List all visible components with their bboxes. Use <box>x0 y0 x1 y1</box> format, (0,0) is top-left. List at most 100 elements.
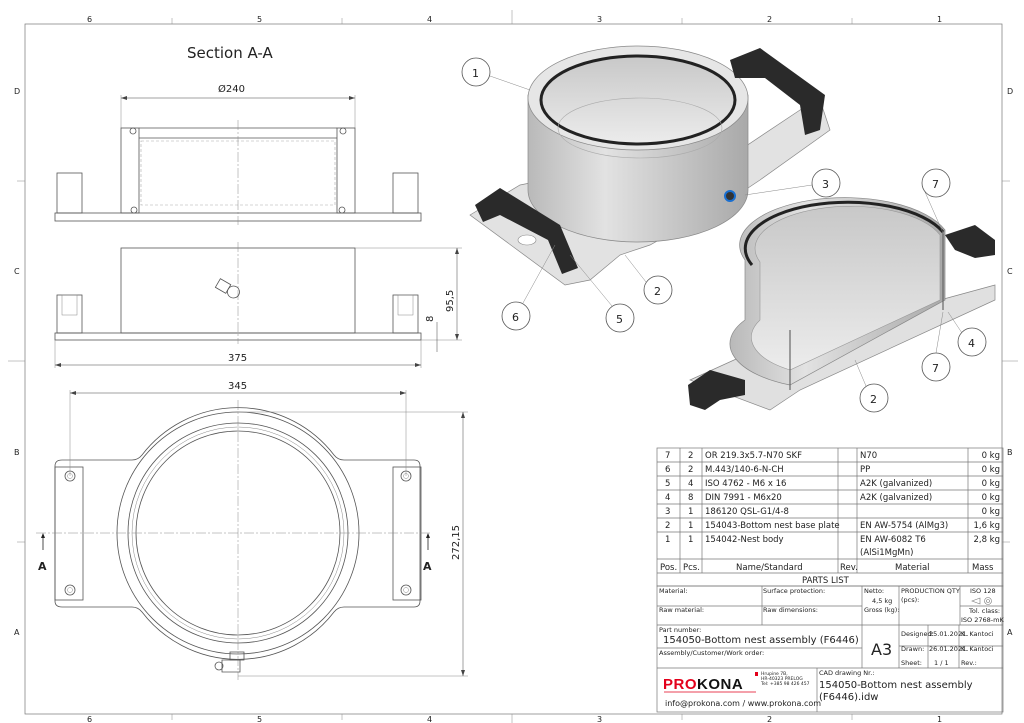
company-contact: info@prokona.com / www.prokona.com <box>665 699 821 708</box>
balloon-2: 2 <box>654 285 661 298</box>
zone-row-d-right: D <box>1007 87 1013 96</box>
designed-label: Designed: <box>901 630 934 638</box>
pl-cell-name: 154043-Bottom nest base plate <box>705 521 840 531</box>
raw-material-label: Raw material: <box>659 606 704 614</box>
balloon-3: 3 <box>822 178 829 191</box>
pl-cell-pcs: 8 <box>688 493 693 503</box>
pl-cell-material: A2K (galvanized) <box>860 493 932 503</box>
pl-header-name: Name/Standard <box>736 563 803 573</box>
pl-cell-pos: 4 <box>665 493 670 503</box>
designed-by: K. Kantoci <box>961 630 994 638</box>
pl-cell-material: EN AW-6082 T6 <box>860 535 926 545</box>
sheet-value: 1 / 1 <box>934 659 949 667</box>
balloon-5: 5 <box>616 313 623 326</box>
pl-cell-pos: 7 <box>665 451 670 461</box>
balloon-6: 6 <box>512 311 519 324</box>
pl-cell-material-line2: (AlSi1MgMn) <box>860 548 913 558</box>
zone-col-1-bottom: 1 <box>937 715 942 723</box>
zone-row-c-right: C <box>1007 267 1013 276</box>
pl-cell-pcs: 4 <box>688 479 693 489</box>
zone-col-4: 4 <box>427 15 432 24</box>
drawn-by: K. Kantoci <box>961 645 994 653</box>
dim-plate-8: 8 <box>425 316 436 322</box>
pl-cell-name: 186120 QSL-G1/4-8 <box>705 507 789 517</box>
pl-cell-pos: 1 <box>665 535 670 545</box>
pl-cell-mass: 0 kg <box>982 479 1000 489</box>
balloon-7-top: 7 <box>932 178 939 191</box>
zone-row-d: D <box>14 87 20 96</box>
pl-header-pcs: Pcs. <box>683 563 700 573</box>
pl-cell-mass: 0 kg <box>982 465 1000 475</box>
production-qty-unit: (pcs): <box>901 596 919 604</box>
drawn-label: Drawn: <box>901 645 924 653</box>
zone-row-c: C <box>14 267 20 276</box>
cad-drawing-number-line2: (F6446).idw <box>819 692 879 703</box>
dim-width-375: 375 <box>228 353 247 364</box>
zone-col-1: 1 <box>937 15 942 24</box>
drawing-frame <box>24 23 1003 715</box>
section-marker-right: A <box>423 560 432 573</box>
zone-col-3: 3 <box>597 15 602 24</box>
cad-drawing-number-line1: 154050-Bottom nest assembly <box>819 680 973 691</box>
company-address-2: HR-40323 PRELOG <box>761 676 803 682</box>
isometric-assembly <box>469 45 831 286</box>
tol-class-value: ISO 2768-mK <box>961 616 1004 624</box>
netto-label: Netto: <box>864 587 884 595</box>
zone-col-2: 2 <box>767 15 772 24</box>
balloons: 1 3 2 5 6 7 7 4 2 <box>461 57 987 413</box>
pl-header-rev: Rev. <box>840 563 858 573</box>
section-view: Section A-A Ø240 <box>54 44 422 225</box>
zone-markers: 6 5 4 3 2 1 6 5 4 3 2 1 D C B A D C B A <box>8 10 1018 723</box>
pl-cell-material: EN AW-5754 (AlMg3) <box>860 521 948 531</box>
iso-128-label: ISO 128 <box>970 587 996 595</box>
fitting-front <box>214 278 240 299</box>
front-view: 375 95,5 8 <box>54 242 462 368</box>
balloon-4: 4 <box>968 337 975 350</box>
pl-cell-pcs: 1 <box>688 521 693 531</box>
pl-cell-pos: 6 <box>665 465 670 475</box>
company-phone: Tel: +385 98 426 457 <box>760 681 810 687</box>
balloon-1: 1 <box>472 67 479 80</box>
production-qty-label: PRODUCTION QTY <box>901 587 960 595</box>
svg-text:PROKONA: PROKONA <box>663 676 743 693</box>
section-title: Section A-A <box>187 44 274 62</box>
pl-cell-mass: 0 kg <box>982 493 1000 503</box>
pl-cell-name: 154042-Nest body <box>705 535 784 545</box>
gross-label: Gross (kg): <box>864 606 900 614</box>
pl-cell-pcs: 2 <box>688 465 693 475</box>
part-number: 154050-Bottom nest assembly (F6446) <box>663 635 859 646</box>
zone-row-b: B <box>14 448 20 457</box>
cad-drawing-label: CAD drawing Nr.: <box>819 669 874 677</box>
surface-protection-label: Surface protection: <box>763 587 825 595</box>
dim-holes-345: 345 <box>228 381 247 392</box>
pl-header-material: Material <box>895 563 930 573</box>
pl-title: PARTS LIST <box>802 576 850 586</box>
zone-col-5: 5 <box>257 15 262 24</box>
parts-list-row: 2 1 154043-Bottom nest base plate EN AW-575… <box>665 521 1000 531</box>
company-logo: PROKONA <box>663 672 758 693</box>
pl-cell-pos: 2 <box>665 521 670 531</box>
top-view: 345 272,15 A A <box>36 381 468 680</box>
projection-symbol-icon <box>971 597 992 605</box>
dim-height-95-5: 95,5 <box>445 290 456 312</box>
pl-cell-pcs: 1 <box>688 535 693 545</box>
sheet-label: Sheet: <box>901 659 922 667</box>
pl-cell-material: N70 <box>860 451 877 461</box>
pl-cell-material: A2K (galvanized) <box>860 479 932 489</box>
pl-cell-pcs: 2 <box>688 451 693 461</box>
netto-value: 4,5 kg <box>872 597 892 605</box>
pl-cell-pos: 3 <box>665 507 670 517</box>
pl-cell-name: M.443/140-6-N-CH <box>705 465 784 475</box>
raw-dimensions-label: Raw dimensions: <box>763 606 818 614</box>
pl-cell-mass: 0 kg <box>982 451 1000 461</box>
designed-date: 25.01.2021. <box>929 630 968 638</box>
material-label: Material: <box>659 587 688 595</box>
part-number-label: Part number: <box>659 626 701 634</box>
zone-col-5-bottom: 5 <box>257 715 262 723</box>
